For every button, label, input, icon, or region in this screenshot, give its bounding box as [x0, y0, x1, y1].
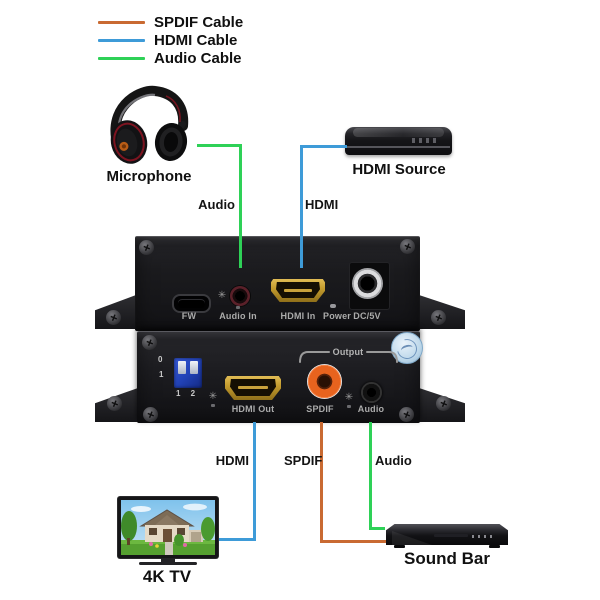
hdmi-pin	[283, 289, 313, 293]
vent-dot	[211, 404, 215, 407]
vent-dot	[347, 405, 351, 408]
headphones-image	[110, 85, 189, 164]
asterisk-icon: ✳	[344, 392, 354, 403]
microphone-caption: Microphone	[106, 168, 192, 185]
hdmi-out-port	[225, 376, 281, 400]
tv-screen	[121, 500, 215, 555]
audio-cable-bottom-horizontal	[369, 527, 385, 530]
audio-cable-top-horizontal	[197, 144, 242, 147]
hdmi-cable-top-horizontal	[301, 145, 347, 148]
screw-icon	[107, 396, 122, 411]
power-label: Power	[322, 311, 352, 321]
screw-icon	[142, 335, 157, 350]
output-group-label: Output	[332, 347, 364, 357]
audio-cable-bottom-vertical	[369, 422, 372, 530]
hdmi-cable-bottom-vertical	[253, 422, 256, 541]
audio-in-cable-label: Audio	[198, 197, 235, 212]
legend: SPDIF Cable HDMI Cable Audio Cable	[98, 13, 243, 67]
srcbox-sheen	[353, 128, 444, 137]
vent-dot	[236, 306, 240, 309]
sound-bar-gloss	[392, 531, 432, 545]
hdmi-in-slot	[276, 282, 320, 298]
screw-icon	[139, 240, 154, 255]
sound-bar-foot	[394, 545, 405, 548]
audio-out-port-label: Audio	[357, 404, 385, 414]
audio-out-cable-label: Audio	[375, 453, 412, 468]
legend-label: Audio Cable	[154, 49, 242, 67]
tv-stand-neck	[161, 558, 175, 562]
power-led	[330, 304, 336, 308]
srcbox-indicators	[412, 138, 438, 143]
hdmi-out-cable-label: HDMI	[215, 453, 249, 468]
screw-icon	[399, 407, 414, 422]
hdmi-out-port-label: HDMI Out	[231, 404, 275, 414]
dc-jack	[352, 268, 383, 299]
tv-stand-base	[139, 562, 197, 565]
dip-label-0: 0	[158, 355, 163, 364]
sound-bar-tray	[434, 534, 468, 537]
hdmi-in-cable-label: HDMI	[305, 197, 339, 212]
audio-in-port-label: Audio In	[219, 311, 257, 321]
srcbox-slit	[347, 146, 450, 148]
legend-item-spdif: SPDIF Cable	[98, 13, 243, 31]
hdmi-cable-bottom-horizontal	[219, 538, 256, 541]
sound-bar-foot	[489, 545, 500, 548]
audio-out-jack	[361, 382, 382, 403]
hdmi-cable-swatch	[98, 38, 145, 42]
dip-toggle-2	[190, 361, 198, 374]
screw-icon	[106, 310, 121, 325]
tv-image	[118, 497, 218, 558]
hdmi-cable-top-vertical	[300, 145, 303, 268]
dip-label-1: 1	[159, 370, 164, 379]
legend-label: SPDIF Cable	[154, 13, 244, 31]
hdmi-pin	[238, 386, 268, 390]
hdmi-source-image	[345, 127, 452, 155]
dip-toggle-1	[178, 361, 186, 374]
output-group-bracket	[299, 351, 398, 363]
dip-label-12: 1 2	[176, 389, 200, 398]
legend-item-audio: Audio Cable	[98, 49, 243, 67]
screw-icon	[143, 407, 158, 422]
fw-port-label: FW	[181, 311, 197, 321]
tv-caption: 4K TV	[142, 567, 192, 586]
audio-cable-top-vertical	[239, 144, 242, 268]
hdmi-source-caption: HDMI Source	[352, 161, 446, 178]
legend-label: HDMI Cable	[154, 31, 238, 49]
sound-bar-indicators	[472, 535, 494, 538]
screw-icon	[436, 396, 451, 411]
fw-usb-port	[172, 294, 211, 313]
asterisk-icon: ✳	[208, 391, 218, 402]
sound-bar-caption: Sound Bar	[404, 549, 490, 568]
spdif-cable-label: SPDIF	[284, 453, 323, 468]
dip-switch	[174, 358, 202, 388]
spdif-port-label: SPDIF	[306, 404, 334, 414]
hdmi-out-slot	[230, 379, 276, 396]
screw-icon	[431, 310, 446, 325]
spdif-cable-vertical	[320, 422, 323, 543]
hdmi-in-port	[271, 279, 325, 302]
spdif-rca-port	[307, 364, 342, 399]
spdif-cable-horizontal	[320, 540, 386, 543]
screw-icon	[400, 239, 415, 254]
asterisk-icon: ✳	[217, 290, 227, 301]
dc-label: DC/5V	[353, 311, 381, 321]
legend-item-hdmi: HDMI Cable	[98, 31, 243, 49]
spdif-cable-swatch	[98, 20, 145, 24]
audio-cable-swatch	[98, 56, 145, 60]
sound-bar-image	[386, 524, 508, 545]
audio-in-jack	[230, 286, 250, 306]
hdmi-in-port-label: HDMI In	[280, 311, 316, 321]
